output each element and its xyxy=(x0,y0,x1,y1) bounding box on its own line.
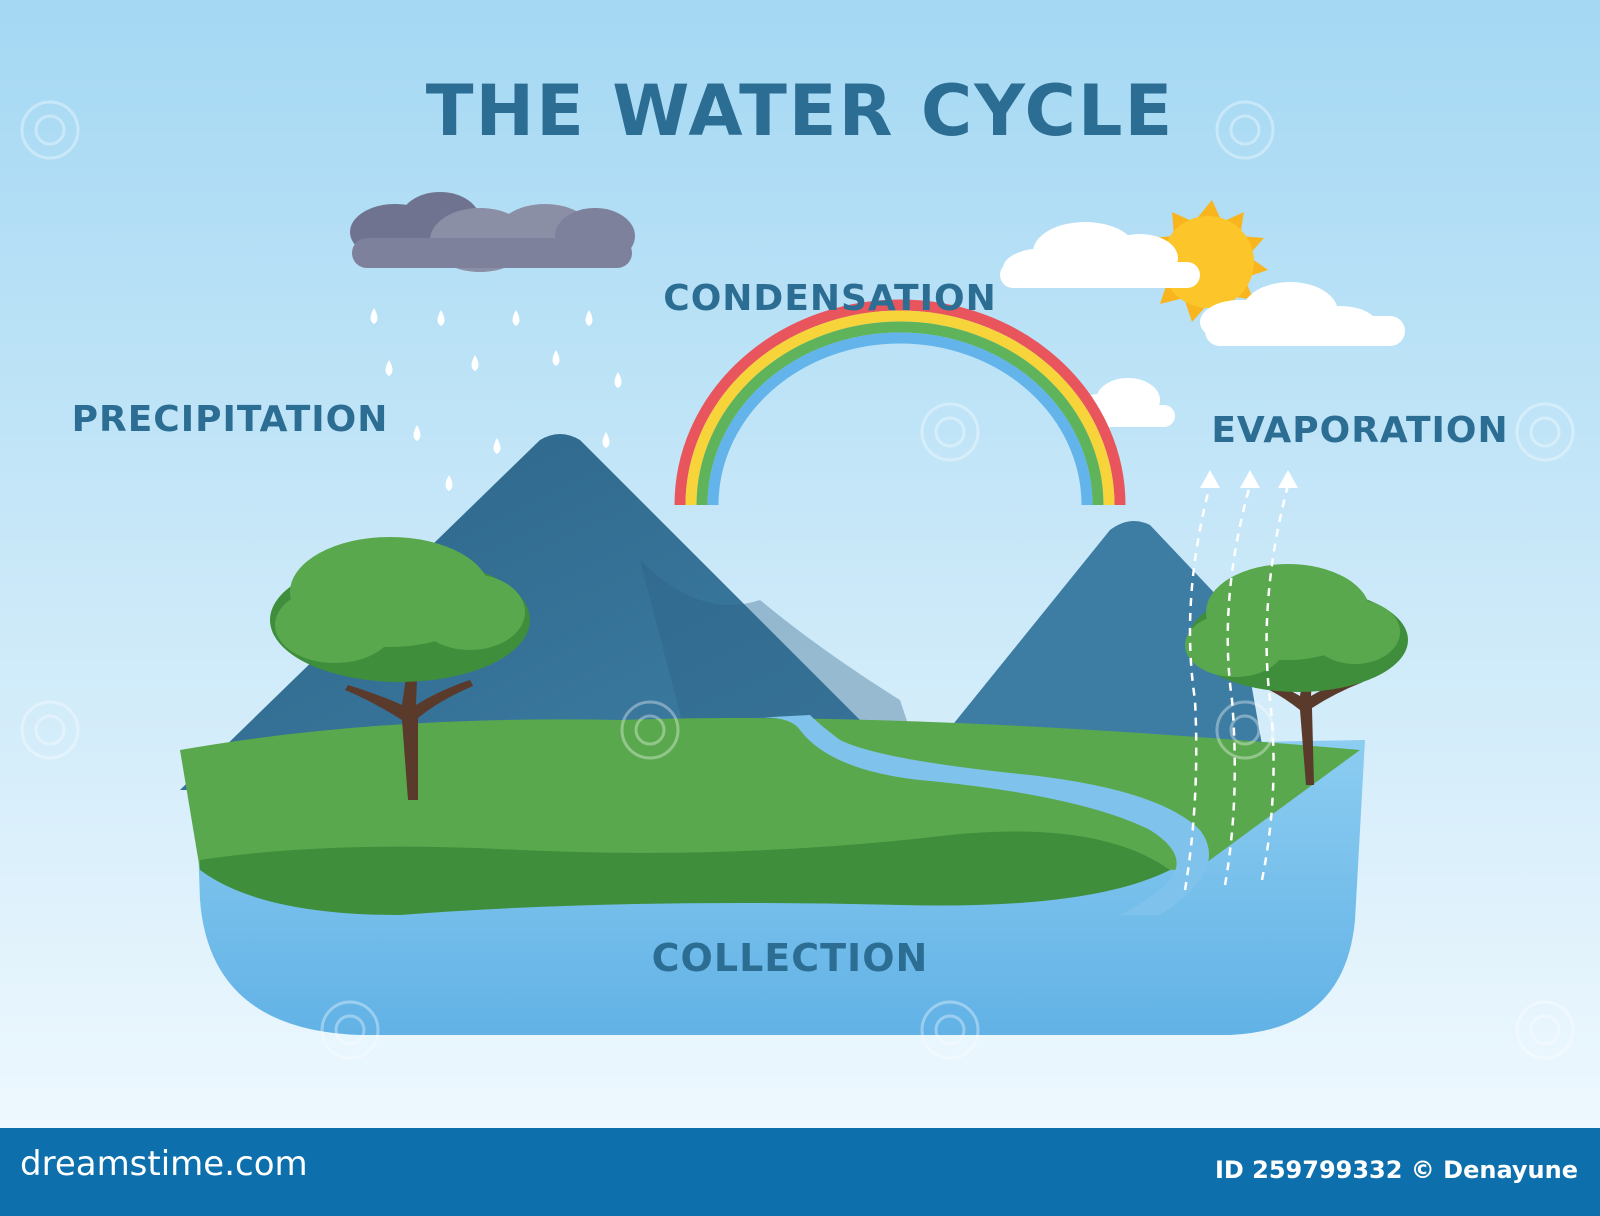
watermark-logo-marks xyxy=(20,100,1575,1060)
label-collection: COLLECTION xyxy=(651,936,929,980)
cloud-icon xyxy=(1000,222,1200,288)
tree-icon xyxy=(1185,564,1408,785)
rain-cloud-icon xyxy=(350,192,635,272)
mountain-icon xyxy=(900,521,1270,790)
evaporation-arrows xyxy=(1183,484,1290,891)
evaporation-arrow-icon xyxy=(1260,484,1290,881)
raindrop-icon xyxy=(413,425,421,441)
footer-image-id: ID 259799332 © Denayune xyxy=(1214,1156,1578,1184)
raindrop-icon xyxy=(552,350,560,366)
evaporation-arrow-icon xyxy=(1223,484,1252,886)
water-cycle-diagram xyxy=(0,0,1600,1128)
grass-field xyxy=(200,831,1170,915)
tree-icon xyxy=(270,537,530,800)
evaporation-arrowheads xyxy=(1200,470,1298,488)
river-icon xyxy=(752,715,1209,915)
raindrop-icon xyxy=(370,308,378,324)
label-precipitation: PRECIPITATION xyxy=(71,399,389,440)
raindrop-icon xyxy=(493,438,501,454)
cloud-icon xyxy=(1200,282,1405,346)
raindrop-icon xyxy=(602,432,610,448)
raindrop-icon xyxy=(512,310,520,326)
raindrop-icon xyxy=(471,355,479,371)
raindrop-icon xyxy=(385,360,393,376)
raindrop-icon xyxy=(445,475,453,491)
label-condensation: CONDENSATION xyxy=(663,278,997,319)
footer-bar: dreamstime.com ID 259799332 © Denayune xyxy=(0,1128,1600,1216)
mountain-icon xyxy=(180,434,930,790)
diagram-title: THE WATER CYCLE xyxy=(425,70,1175,152)
raindrop-icon xyxy=(614,372,622,388)
rainbow-icon xyxy=(674,299,1126,506)
footer-logo-text: dreamstime.com xyxy=(20,1144,308,1184)
label-evaporation: EVAPORATION xyxy=(1211,410,1509,451)
raindrops xyxy=(370,308,622,491)
raindrop-icon xyxy=(437,310,445,326)
raindrop-icon xyxy=(585,310,593,326)
